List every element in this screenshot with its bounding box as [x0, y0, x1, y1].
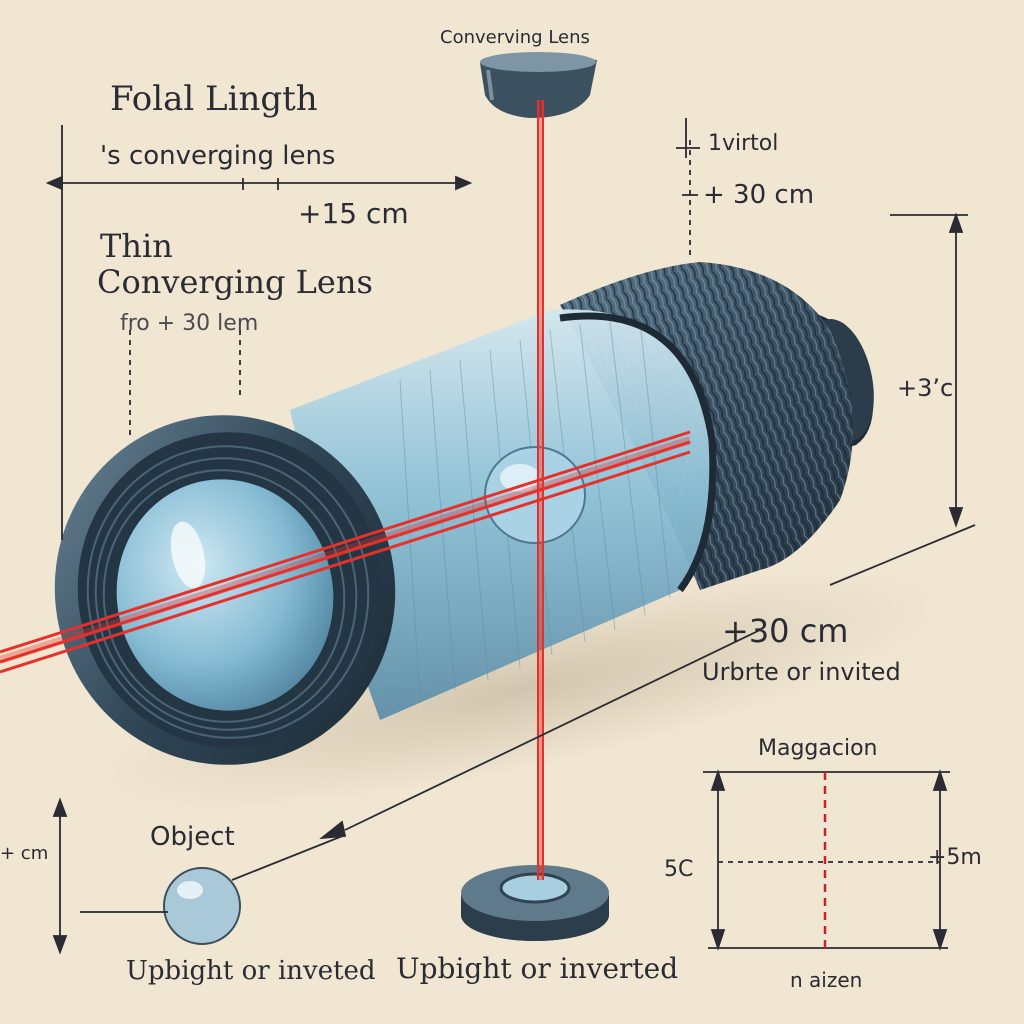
- top-lens-cap: [480, 52, 597, 118]
- object-sphere: [163, 867, 241, 945]
- virtual-note: 1virtol: [708, 131, 779, 156]
- thin-lens-title-line2: Converging Lens: [97, 263, 373, 301]
- bottom-size-label: n aizen: [790, 968, 863, 992]
- upright-center-label: Upbight or inverted: [396, 952, 679, 985]
- right-height-label: +3’c: [897, 374, 954, 402]
- distance-value: +30 cm: [722, 612, 849, 650]
- magnification-left-value: 5C: [664, 857, 694, 882]
- upright-right-label: Urbrte or invited: [702, 658, 901, 686]
- focal-length-subtitle: 's converging lens: [100, 141, 336, 171]
- front-lens-glass: [116, 479, 334, 711]
- upright-left-label: Upbight or inveted: [126, 956, 376, 986]
- thin-lens-title-line1: Thin: [100, 227, 173, 265]
- from-note: fro + 30 lem: [120, 311, 259, 336]
- left-small-label: + cm: [0, 843, 49, 864]
- lens-barrel-body: [290, 309, 717, 720]
- bottom-disc: [461, 865, 609, 941]
- magnification-right-value: +5m: [928, 845, 982, 870]
- virtual-distance-value: + 30 cm: [703, 180, 815, 210]
- object-label: Object: [150, 822, 235, 852]
- light-beams: [0, 100, 692, 880]
- focal-length-value: +15 cm: [298, 197, 409, 230]
- inner-lens: [484, 446, 586, 544]
- magnification-label: Maggacion: [758, 736, 878, 761]
- ground-shadow: [99, 571, 941, 809]
- annotation-lines: [45, 118, 976, 955]
- top-lens-label: Converving Lens: [440, 27, 590, 48]
- focal-length-title: Folal Lingth: [110, 79, 318, 119]
